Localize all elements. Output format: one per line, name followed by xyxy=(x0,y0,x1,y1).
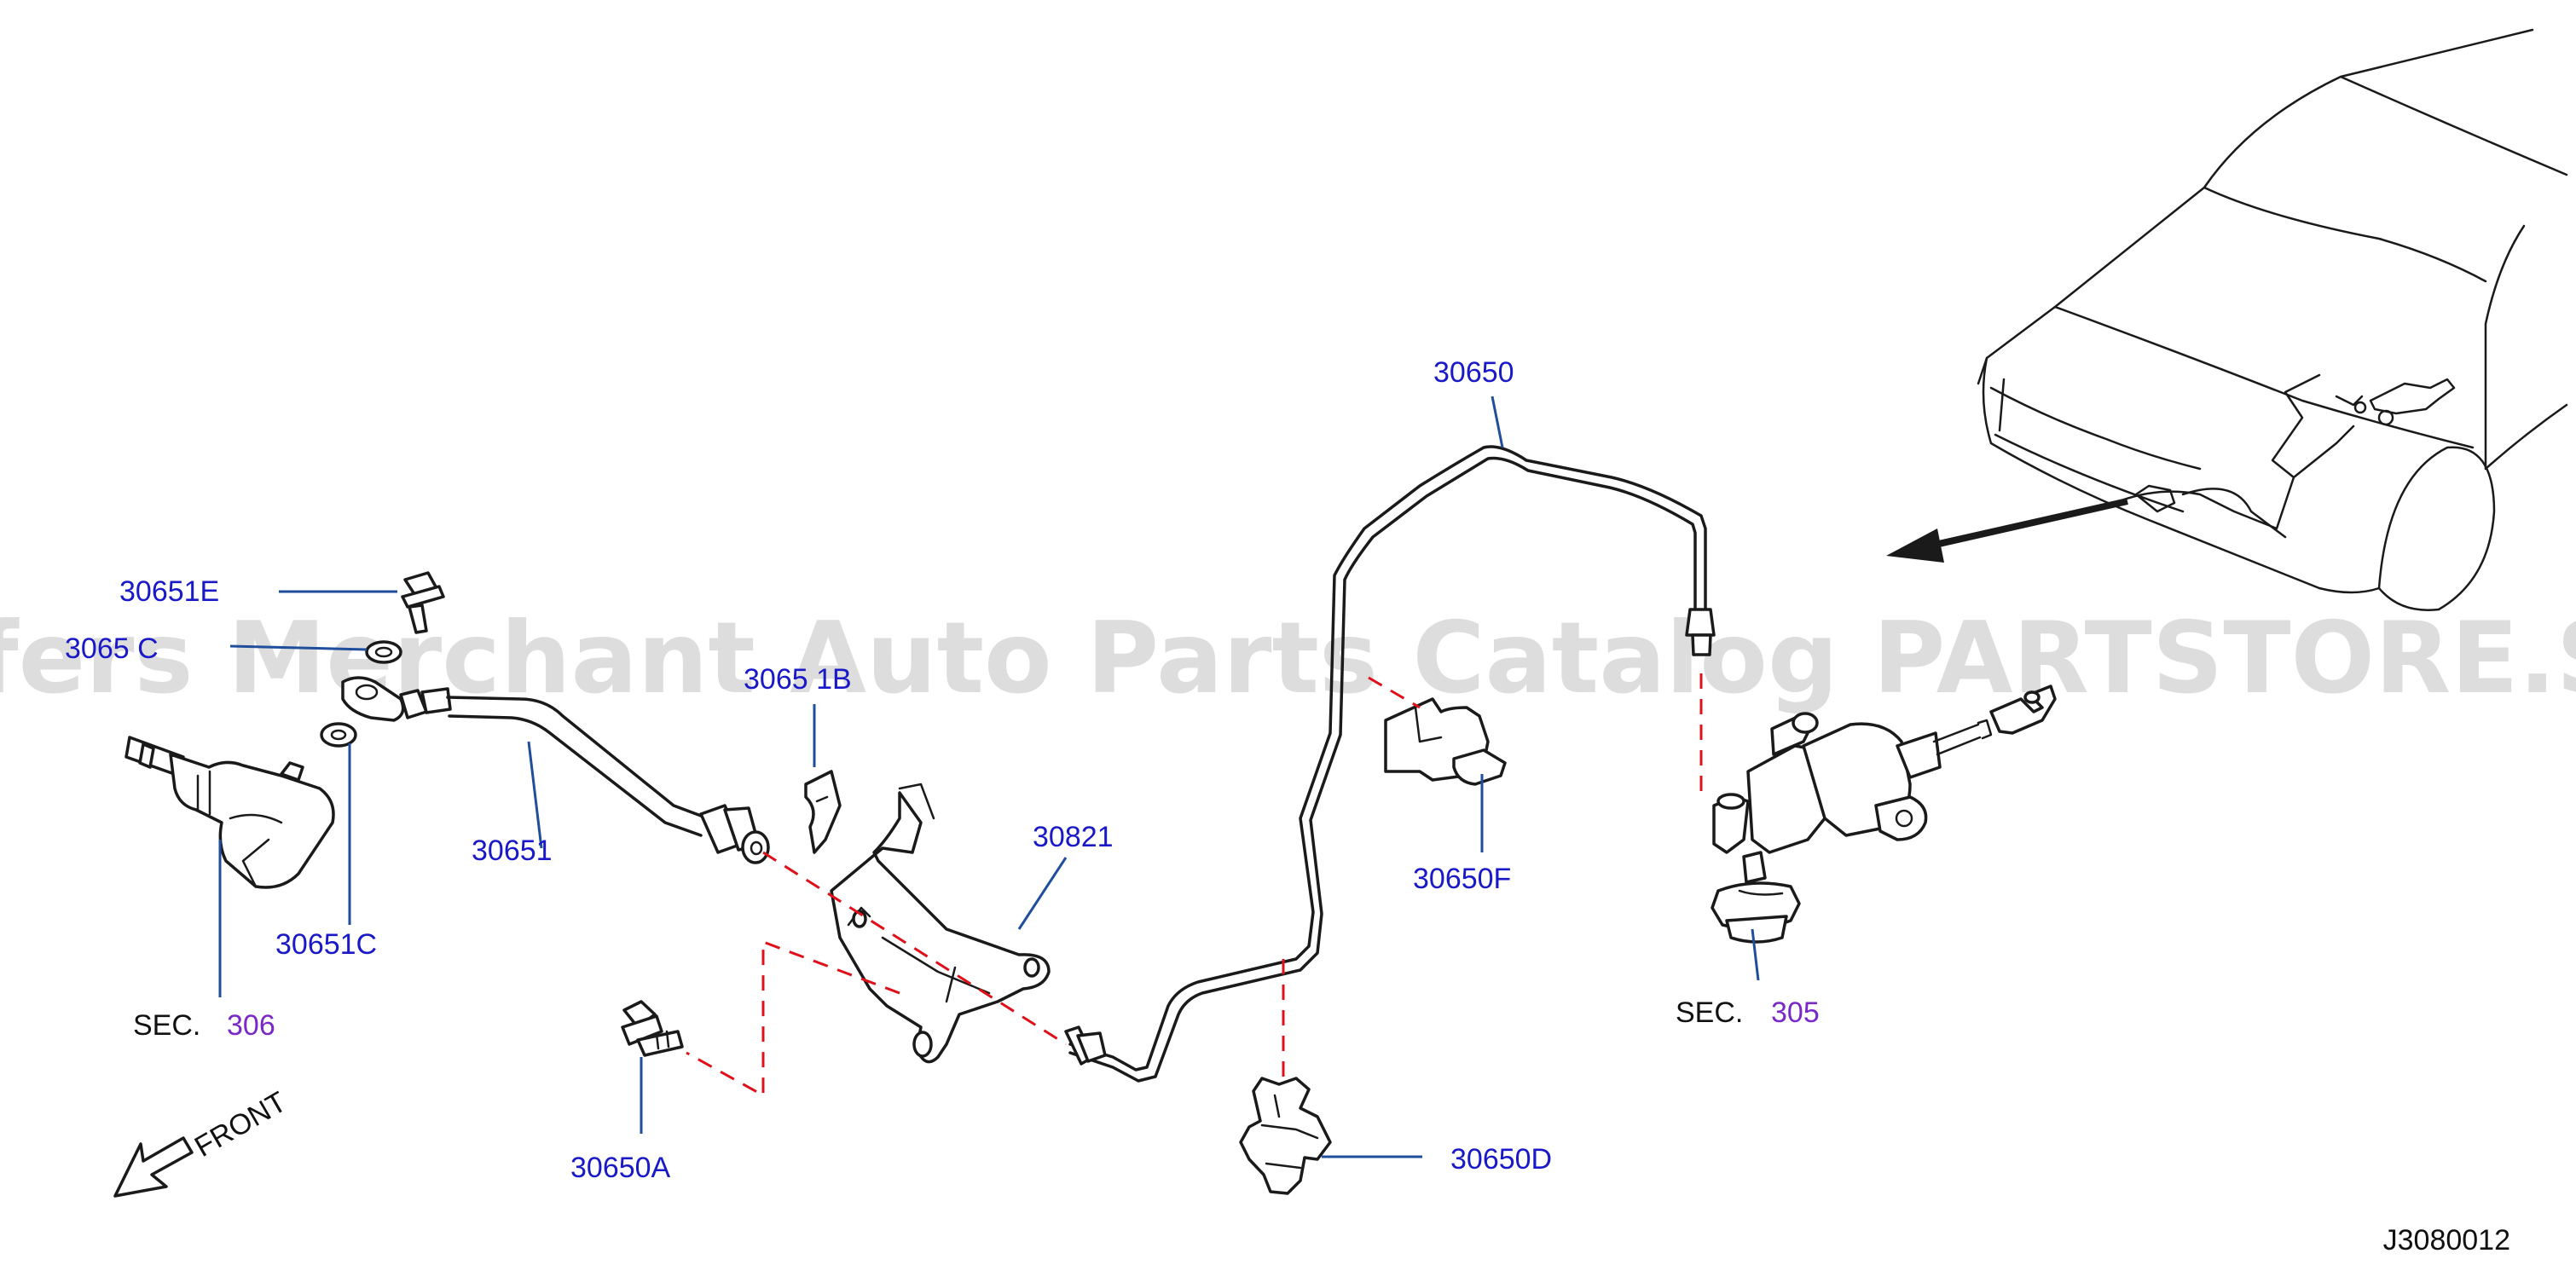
clutch-hose-30651-illustration xyxy=(341,676,770,864)
front-direction-indicator: FRONT xyxy=(113,1085,292,1198)
slave-cylinder-illustration xyxy=(124,736,335,889)
section-prefix: SEC. xyxy=(133,1009,200,1042)
front-label: FRONT xyxy=(189,1085,292,1163)
bracket-30821-illustration xyxy=(830,783,1051,1064)
label-30651B[interactable]: 3065 1B xyxy=(744,663,852,696)
section-ref-306[interactable]: SEC. 306 xyxy=(133,1009,275,1042)
section-prefix: SEC. xyxy=(1676,996,1743,1029)
label-30650[interactable]: 30650 xyxy=(1433,356,1514,389)
label-30650A[interactable]: 30650A xyxy=(570,1152,671,1184)
master-cylinder-illustration xyxy=(1711,684,2057,944)
diagram-code: J3080012 xyxy=(2383,1224,2510,1256)
label-30651[interactable]: 30651 xyxy=(472,835,553,867)
label-30650D[interactable]: 30650D xyxy=(1450,1143,1552,1175)
label-30651C-top[interactable]: 3065 C xyxy=(65,632,159,665)
section-number-305[interactable]: 305 xyxy=(1771,996,1820,1029)
label-30821[interactable]: 30821 xyxy=(1033,821,1114,853)
washer-30651C-top-illustration xyxy=(365,640,402,664)
clutch-tube-30650-illustration xyxy=(1064,445,1716,1083)
section-ref-305[interactable]: SEC. 305 xyxy=(1676,996,1820,1029)
bolt-30651E-illustration xyxy=(401,571,445,634)
label-30651E[interactable]: 30651E xyxy=(119,575,219,608)
section-number-306[interactable]: 306 xyxy=(227,1009,275,1042)
hidden-lines xyxy=(686,673,1703,1098)
label-30650F[interactable]: 30650F xyxy=(1413,863,1511,895)
front-arrow-icon xyxy=(113,1136,194,1198)
vehicle-location-illustration xyxy=(1886,28,2568,611)
leader-lines xyxy=(218,396,1760,1158)
washer-30651C-illustration xyxy=(320,722,357,748)
part-labels: 30651E 3065 C 3065 1B 30651 30651C 30821… xyxy=(65,356,1552,1184)
clamp-30650F-illustration xyxy=(1384,697,1507,786)
bolt-30650A-illustration xyxy=(621,1000,684,1057)
clamp-30650D-illustration xyxy=(1239,1077,1332,1195)
label-30651C[interactable]: 30651C xyxy=(275,928,377,961)
clip-30651B-illustration xyxy=(804,770,842,854)
